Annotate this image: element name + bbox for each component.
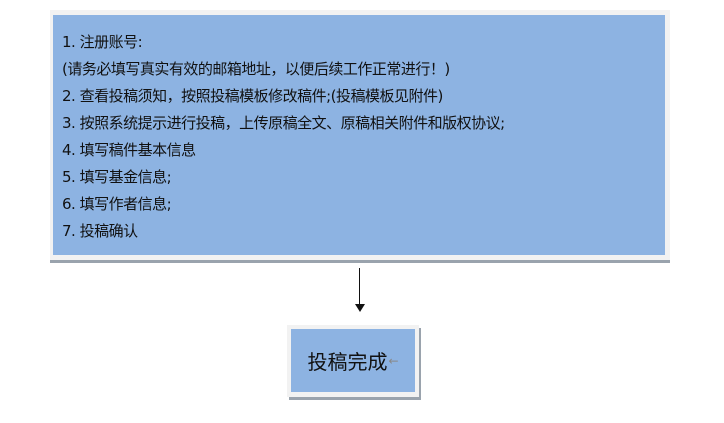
step-3: 3. 按照系统提示进行投稿，上传原稿全文、原稿相关附件和版权协议; [62,114,505,132]
step-7: 7. 投稿确认 [62,222,138,240]
flow-arrow-line [359,268,360,306]
steps-box: 1. 注册账号: (请务必填写真实有效的邮箱地址，以便后续工作正常进行！) 2.… [50,10,670,260]
final-box: 投稿完成← [287,325,419,397]
step-5: 5. 填写基金信息; [62,168,172,186]
arrow-down-icon [355,304,365,312]
final-box-fill: 投稿完成← [291,329,415,392]
final-label: 投稿完成 [307,350,388,374]
paragraph-mark-icon: ← [388,353,399,368]
step-2: 2. 查看投稿须知，按照投稿模板修改稿件;(投稿模板见附件) [62,87,443,105]
step-4: 4. 填写稿件基本信息 [62,141,196,159]
step-1: 1. 注册账号: [62,33,143,51]
step-1-note: (请务必填写真实有效的邮箱地址，以便后续工作正常进行！) [62,60,450,78]
steps-box-fill: 1. 注册账号: (请务必填写真实有效的邮箱地址，以便后续工作正常进行！) 2.… [53,15,665,255]
step-6: 6. 填写作者信息; [62,195,172,213]
